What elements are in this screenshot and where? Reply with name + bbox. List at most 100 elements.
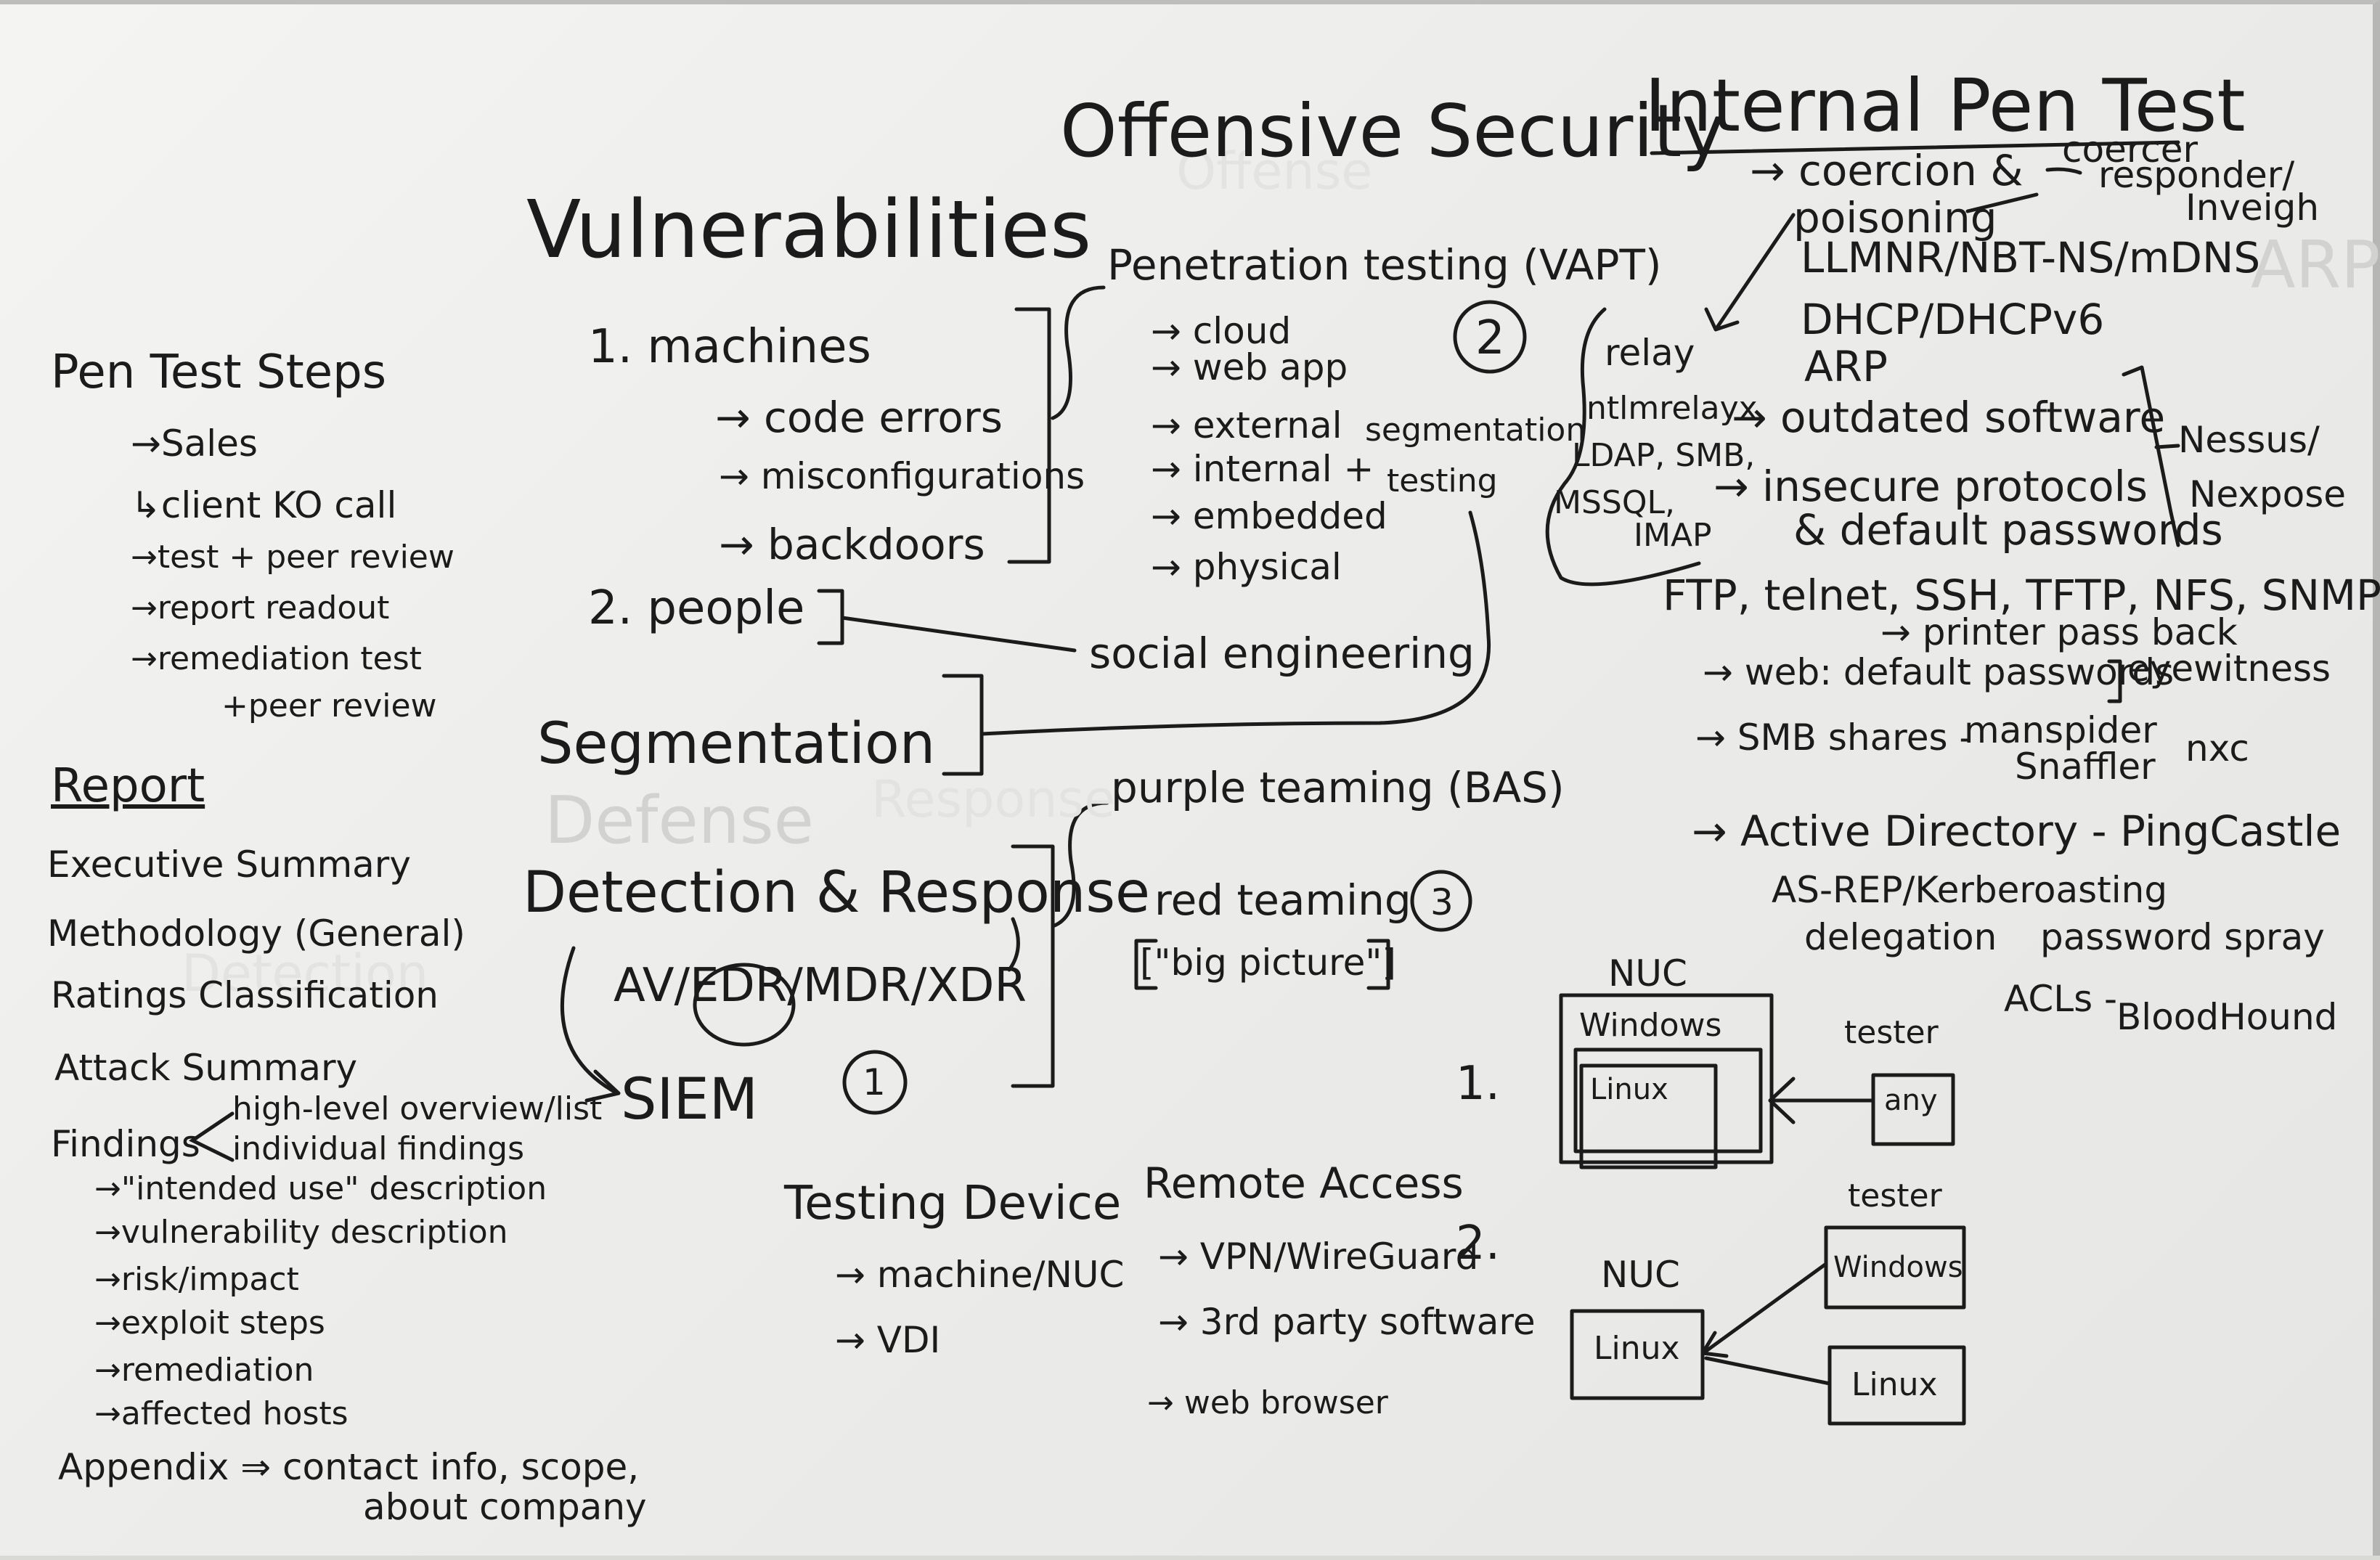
testing-device-title: Testing Device <box>784 1177 1122 1230</box>
acls-label: ACLs - <box>2004 978 2118 1020</box>
diagram-number-2: 2. <box>1456 1217 1501 1270</box>
appendix-label-2: about company <box>363 1486 647 1528</box>
social-line <box>840 616 1077 653</box>
report-item: Ratings Classification <box>51 974 439 1016</box>
whiteboard-drawings <box>560 140 2180 1426</box>
relay-bracket <box>1545 307 1701 587</box>
finding-item: →risk/impact <box>94 1261 299 1298</box>
snaffler-label: Snaffler <box>2015 746 2156 788</box>
smb-shares-label: → SMB shares - <box>1695 716 1973 759</box>
inveigh-label: Inveigh <box>2185 187 2320 229</box>
windows-box-1 <box>1573 1048 1763 1153</box>
circle-3 <box>1410 870 1472 932</box>
relay-label: relay <box>1605 332 1695 374</box>
pentest-title: Penetration testing (VAPT) <box>1107 240 1662 290</box>
people-bracket <box>817 589 844 645</box>
device-item: → machine/NUC <box>835 1254 1125 1296</box>
ghost-text: Detection <box>182 944 429 1003</box>
remote-item: → VPN/WireGuard <box>1158 1236 1479 1278</box>
relay-target: LDAP, SMB, <box>1572 437 1756 474</box>
detection-response-label: Detection & Response <box>523 860 1150 926</box>
circle-number-2: 2 <box>1475 311 1505 365</box>
pentest-type: → embedded <box>1151 495 1387 537</box>
security-tools-label: AV/EDR/MDR/XDR <box>614 959 1027 1013</box>
ghost-text: ARP <box>2251 227 2380 303</box>
circle-1 <box>842 1050 908 1115</box>
report-item: Methodology (General) <box>47 912 465 955</box>
insecure-protocols-label: → insecure protocols <box>1713 462 2148 511</box>
edr-circle <box>693 963 796 1047</box>
tester-arrow-2a <box>1704 1262 1828 1353</box>
printer-passback-label: → printer pass back <box>1880 611 2238 653</box>
bloodhound-label: BloodHound <box>2116 996 2338 1038</box>
asrep-label: AS-REP/Kerberoasting <box>1772 869 2168 911</box>
relay-arrow <box>1715 213 1796 330</box>
ghost-text: Defense <box>545 783 815 859</box>
default-passwords-label: & default passwords <box>1793 505 2223 555</box>
step-item: →test + peer review <box>131 539 455 576</box>
social-engineering-label: social engineering <box>1089 629 1475 678</box>
tester-label: tester <box>1844 1014 1939 1051</box>
finding-item: →exploit steps <box>94 1304 325 1341</box>
step-item: +peer review <box>221 687 437 724</box>
internal-pen-test-title: Internal Pen Test <box>1645 63 2246 148</box>
machine-item: → code errors <box>715 393 1003 442</box>
step-item: →Sales <box>131 422 258 465</box>
step-item: →report readout <box>131 589 390 626</box>
ntlmrelayx-label: ntlmrelayx <box>1586 390 1758 427</box>
windows-label: Windows <box>1579 1007 1722 1044</box>
finding-item: →vulnerability description <box>94 1214 508 1251</box>
any-label: any <box>1884 1084 1938 1117</box>
linux-label: Linux <box>1594 1330 1680 1367</box>
linux-label: Linux <box>1590 1073 1668 1106</box>
vulnerabilities-title: Vulnerabilities <box>526 183 1092 276</box>
active-directory-label: → Active Directory - PingCastle <box>1692 806 2342 856</box>
arp-label: ARP <box>1804 342 1888 391</box>
report-item: Executive Summary <box>47 844 411 886</box>
findings-sub: high-level overview/list <box>232 1090 603 1127</box>
web-default-passwords-label: → web: default passwords <box>1703 651 2175 693</box>
nxc-label: nxc <box>2185 727 2249 769</box>
coercer-label: coercer <box>2062 128 2198 171</box>
nuc-box-1 <box>1559 993 1774 1164</box>
ghost-text: Offense <box>1176 142 1373 201</box>
purple-teaming-title: purple teaming (BAS) <box>1111 763 1565 812</box>
pentest-type: → internal + <box>1151 448 1374 490</box>
coercion-label: → coercion & <box>1750 146 2024 195</box>
appendix-label: Appendix ⇒ contact info, scope, <box>58 1446 640 1488</box>
relay-target: MSSQL, <box>1554 484 1675 521</box>
ghost-text: Response <box>871 769 1116 829</box>
pentest-type: → cloud <box>1151 310 1292 352</box>
device-item: → VDI <box>835 1319 941 1361</box>
finding-item: →"intended use" description <box>94 1170 547 1207</box>
dhcp-label: DHCP/DHCPv6 <box>1801 295 2105 344</box>
detection-bracket <box>1011 844 1055 1088</box>
nuc-label: NUC <box>1601 1254 1680 1296</box>
finding-item: →affected hosts <box>94 1395 349 1432</box>
pen-test-steps-title: Pen Test Steps <box>51 346 387 399</box>
tester-label: tester <box>1848 1177 1942 1214</box>
outdated-software-label: → outdated software <box>1732 393 2166 442</box>
remote-item: → 3rd party software <box>1158 1301 1536 1343</box>
machines-bracket <box>1007 307 1051 564</box>
eyewitness-label: eyewitness <box>2127 648 2331 690</box>
nessus-bracket <box>2122 365 2180 547</box>
diagram-number-1: 1. <box>1456 1057 1501 1111</box>
any-box <box>1871 1073 1955 1146</box>
purple-brace <box>1051 801 1109 928</box>
machines-label: 1. machines <box>588 320 871 374</box>
linux-inner-box <box>1579 1063 1718 1169</box>
remote-access-title: Remote Access <box>1144 1159 1464 1208</box>
title-underline <box>1650 140 2180 155</box>
finding-item: →remediation <box>94 1352 314 1389</box>
step-item: ↳client KO call <box>131 484 397 526</box>
pentest-brace <box>1051 285 1106 420</box>
password-spray-label: password spray <box>2040 916 2325 958</box>
delegation-label: delegation <box>1804 916 1997 958</box>
segmentation-testing-label: testing <box>1387 462 1498 499</box>
red-teaming-label: red teaming <box>1154 875 1411 925</box>
nexpose-label: Nexpose <box>2189 473 2347 515</box>
people-label: 2. people <box>588 581 805 635</box>
big-picture-label: ["big picture"] <box>1140 942 1396 984</box>
